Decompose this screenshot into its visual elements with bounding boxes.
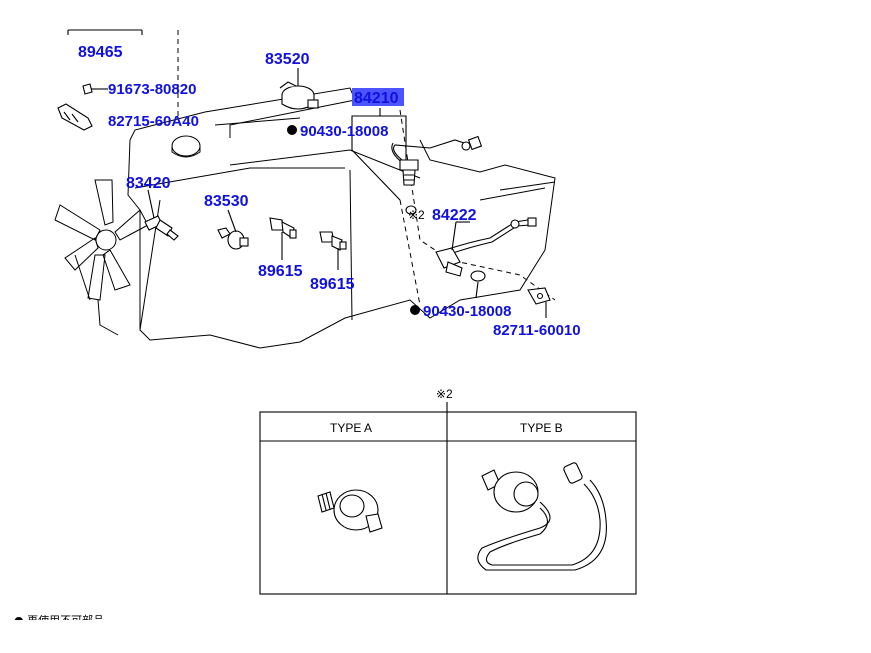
type-b-switch xyxy=(477,462,607,571)
note-marker: ※2 xyxy=(408,208,425,222)
part-number-89615-b[interactable]: 89615 xyxy=(310,276,355,293)
dash-line xyxy=(399,109,556,301)
part-number-90430-18008-a[interactable]: 90430-18008 xyxy=(300,123,388,140)
leader-lines xyxy=(67,29,547,318)
part-number-82711-60010[interactable]: 82711-60010 xyxy=(493,322,581,339)
footnote: ● 再使用不可部品 xyxy=(14,612,104,620)
part-number-84222[interactable]: 84222 xyxy=(432,207,477,224)
sensor-84222 xyxy=(435,217,537,277)
clamp-82711 xyxy=(527,287,551,305)
part-number-82715-60A40[interactable]: 82715-60A40 xyxy=(108,113,199,130)
part-number-91673-80820[interactable]: 91673-80820 xyxy=(108,81,196,98)
gasket-90430 xyxy=(470,270,486,282)
part-number-89615-a[interactable]: 89615 xyxy=(258,263,303,280)
inset-marker: ※2 xyxy=(436,387,453,401)
switch-83530 xyxy=(217,227,249,250)
type-a-switch xyxy=(317,489,383,533)
non-reusable-bullet xyxy=(410,305,420,315)
engine-outline xyxy=(74,87,556,349)
switch-84210 xyxy=(391,135,483,215)
sender-83520 xyxy=(279,81,319,110)
type-a-header: TYPE A xyxy=(330,421,372,435)
part-number-90430-18008-b[interactable]: 90430-18008 xyxy=(423,303,511,320)
part-number-83530[interactable]: 83530 xyxy=(204,193,249,210)
switch-89615-a xyxy=(269,217,297,239)
fan xyxy=(54,179,149,301)
clamp-82715 xyxy=(57,103,93,131)
bolt-91673 xyxy=(82,83,108,95)
part-number-83420[interactable]: 83420 xyxy=(126,175,171,192)
part-number-89465[interactable]: 89465 xyxy=(78,44,123,61)
part-number-83520[interactable]: 83520 xyxy=(265,51,310,68)
highlight-84210 xyxy=(352,88,404,106)
part-number-84210[interactable]: 84210 xyxy=(354,90,399,107)
non-reusable-bullet xyxy=(287,125,297,135)
inset-type-comparison: ※2 TYPE A TYPE B xyxy=(259,387,637,595)
type-b-header: TYPE B xyxy=(520,421,563,435)
switch-89615-b xyxy=(319,231,347,251)
sensor-83420 xyxy=(144,215,179,241)
